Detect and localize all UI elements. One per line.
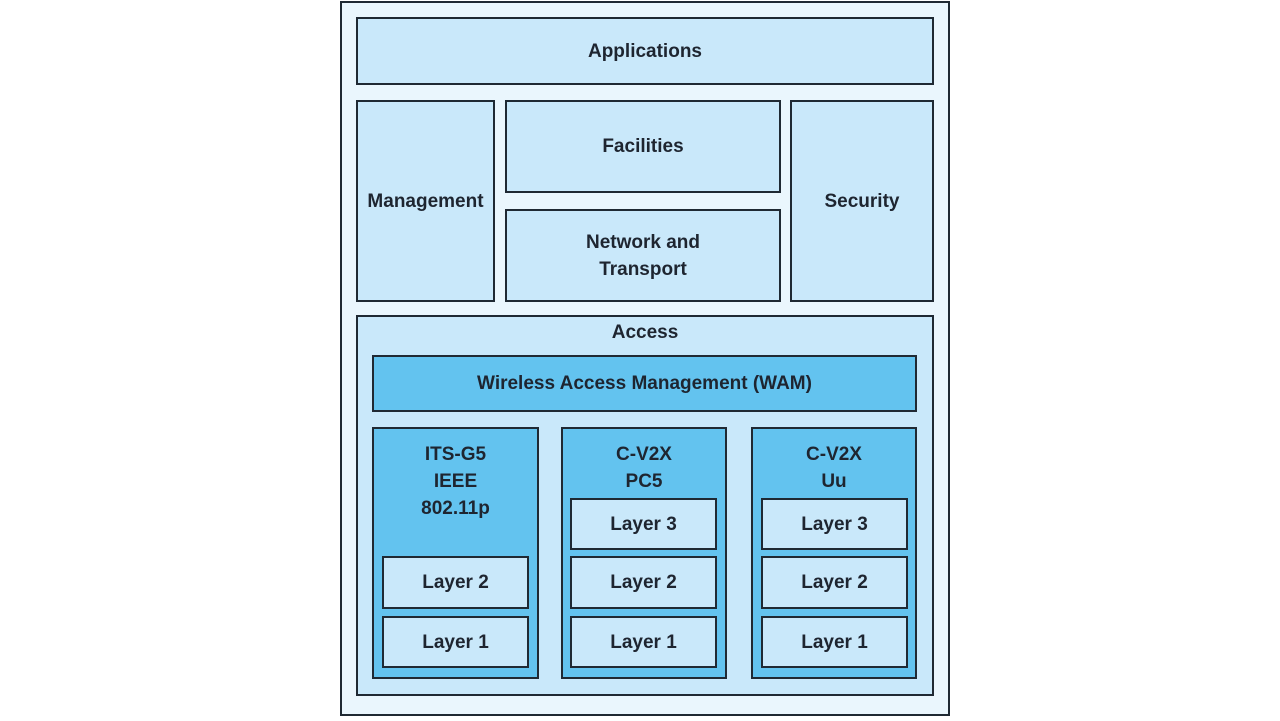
applications-block: Applications	[356, 17, 934, 85]
layer-label: Layer 2	[422, 572, 489, 593]
access-label: Access	[611, 322, 679, 343]
network-transport-block: Network and Transport	[505, 209, 781, 302]
layer-label: Layer 1	[801, 631, 868, 653]
layer-label: Layer 1	[422, 631, 489, 653]
applications-label: Applications	[587, 40, 702, 62]
cv2x-pc5-title: C-V2X PC5	[616, 444, 672, 492]
security-label: Security	[824, 190, 900, 212]
layer-label: Layer 3	[610, 513, 677, 535]
cv2x-pc5-layer-2: Layer 2	[570, 556, 717, 609]
cv2x-pc5-layer-3: Layer 3	[570, 498, 717, 550]
facilities-label: Facilities	[602, 136, 684, 157]
wam-block: Wireless Access Management (WAM)	[372, 355, 917, 412]
cv2x-uu-title: C-V2X Uu	[806, 444, 862, 492]
security-block: Security	[790, 100, 934, 302]
cv2x-pc5-layer-1: Layer 1	[570, 616, 717, 668]
cv2x-uu-layer-1: Layer 1	[761, 616, 908, 668]
wam-label: Wireless Access Management (WAM)	[477, 373, 812, 394]
management-label: Management	[367, 190, 484, 212]
its-g5-layer-1: Layer 1	[382, 616, 529, 668]
layer-label: Layer 2	[610, 572, 677, 593]
its-g5-layer-2: Layer 2	[382, 556, 529, 609]
network-transport-label: Network and Transport	[585, 231, 701, 280]
layer-label: Layer 2	[801, 572, 868, 593]
layer-label: Layer 3	[801, 513, 868, 535]
management-block: Management	[356, 100, 495, 302]
cv2x-uu-layer-3: Layer 3	[761, 498, 908, 550]
cv2x-uu-layer-2: Layer 2	[761, 556, 908, 609]
layer-label: Layer 1	[610, 631, 677, 653]
its-g5-title: ITS-G5 IEEE 802.11p	[421, 444, 490, 519]
facilities-block: Facilities	[505, 100, 781, 193]
